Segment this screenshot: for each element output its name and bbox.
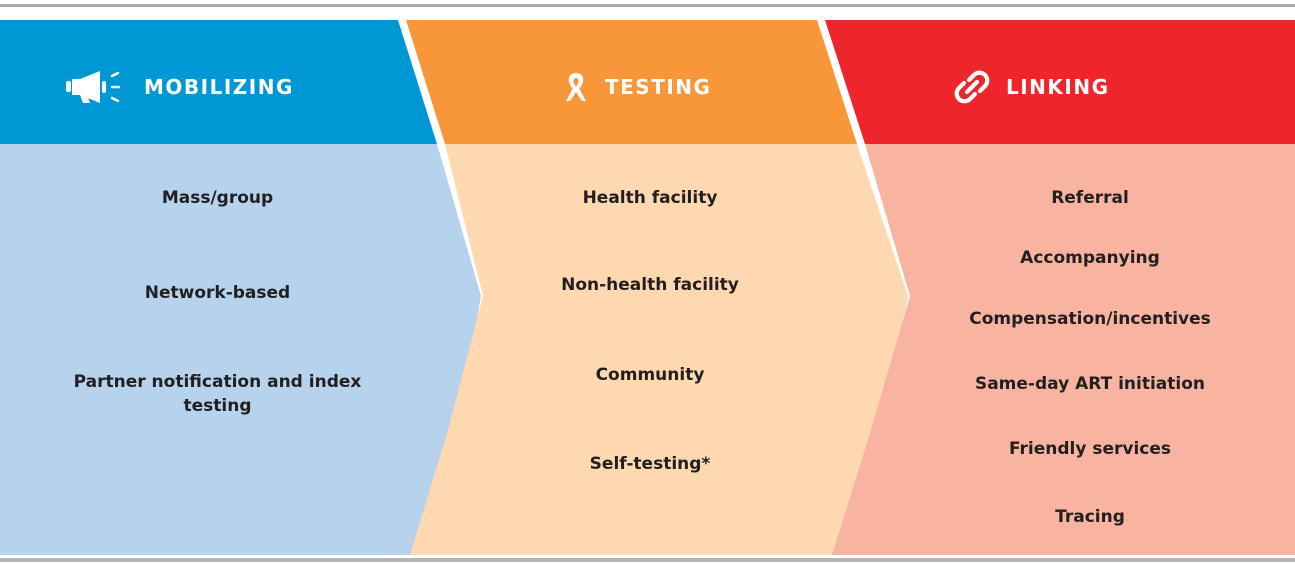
list-item: Non-health facility [561,275,739,295]
mobilizing-body-shape [0,144,481,555]
header-linking: LINKING [954,70,1110,104]
megaphone-icon [66,70,128,104]
mobilizing-header-shape [0,20,437,144]
list-item: Friendly services [1008,439,1172,459]
list-item: Partner notification and index testing [73,372,362,416]
list-item: Mass/group [161,188,274,208]
list-item: Compensation/incentives [969,309,1211,329]
testing-header-shape [406,20,857,144]
list-item: Accompanying [1020,248,1160,268]
header-mobilizing: MOBILIZING [66,70,294,104]
list-item: Self-testing* [589,454,711,474]
list-item: Referral [1051,188,1129,208]
bottom-divider [0,558,1295,562]
testing-body-shape [410,144,908,555]
linking-header-shape [825,20,1295,144]
header-testing-title: TESTING [605,75,712,99]
list-item: Community [595,365,705,385]
list-item: Health facility [582,188,718,208]
header-linking-title: LINKING [1006,75,1110,99]
top-divider [0,4,1295,7]
ribbon-icon [563,70,589,104]
header-mobilizing-title: MOBILIZING [144,75,294,99]
list-item: Tracing [1055,507,1125,527]
linking-body-shape [832,144,1295,555]
list-item: Same-day ART initiation [974,374,1206,394]
chain-link-icon [954,69,990,105]
list-item: Network-based [144,283,291,303]
header-testing: TESTING [563,70,711,104]
